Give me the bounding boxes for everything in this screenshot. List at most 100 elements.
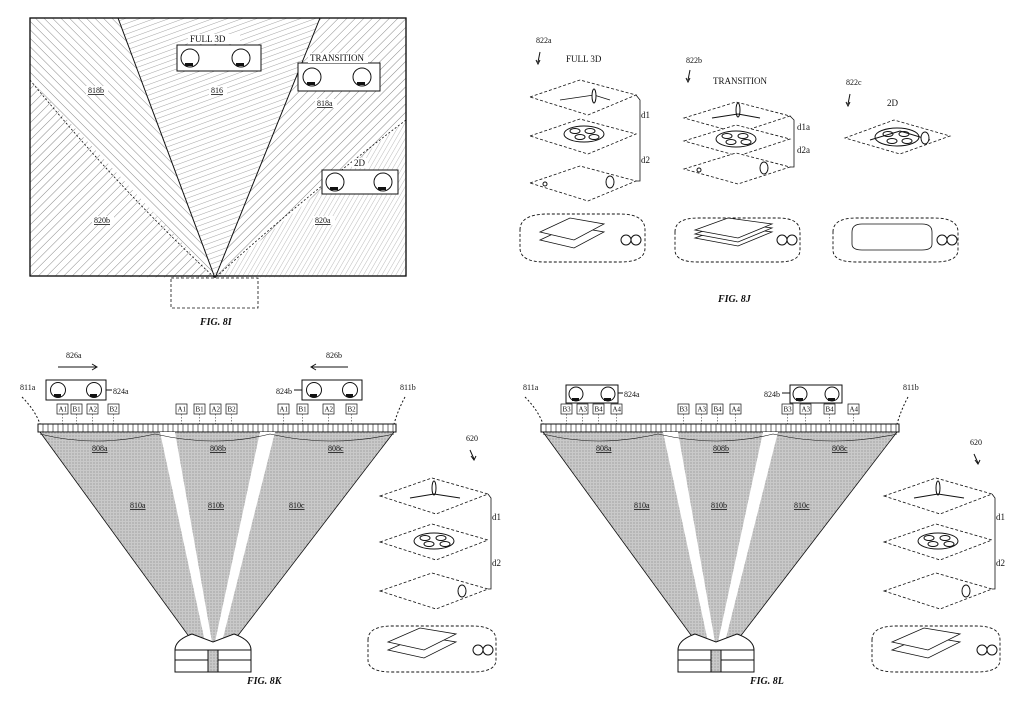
label-d2-full3d: d2 [641,155,650,165]
label-d2a: d2a [797,145,810,155]
ref-620-l: 620 [970,438,982,447]
label-818b: 818b [88,86,104,95]
label-808c-k: 808c [328,444,344,453]
label-808b-k: 808b [210,444,226,453]
label-d1-full3d: d1 [641,110,650,120]
subpixel-label: A2 [89,406,98,414]
subpixel-label: B3 [563,406,572,414]
label-2d: 2D [354,158,366,168]
subpixel-label: A4 [732,406,741,414]
subpixel-label: A1 [280,406,289,414]
subpixel-label: B1 [73,406,82,414]
ref-811b-l: 811b [903,383,919,392]
label-810b-l: 810b [711,501,727,510]
label-full3d: FULL 3D [190,34,226,44]
label-810c-k: 810c [289,501,305,510]
figure-8l: 811a 811b 824a 824b B3 A3 B4 A4 B3 A3 B4 A4 B3 A3… [523,383,1005,687]
label-810a-k: 810a [130,501,146,510]
subpixel-label: B2 [110,406,119,414]
device-full3d [519,213,646,263]
display-base-k [174,633,252,673]
ref-822b: 822b [686,56,702,65]
subpixel-label: A2 [325,406,334,414]
subpixel-label: B3 [680,406,689,414]
ref-822a: 822a [536,36,552,45]
subpixel-label: A3 [698,406,707,414]
subpixel-label: B4 [714,406,723,414]
label-808c-l: 808c [832,444,848,453]
label-d1a: d1a [797,122,810,132]
subpixel-label: B3 [784,406,793,414]
label-810a-l: 810a [634,501,650,510]
display-base-l [677,633,755,673]
gap-left-k [160,432,212,642]
label-full3d-j: FULL 3D [566,54,602,64]
ref-811a-l: 811a [523,383,539,392]
subpixel-label: A1 [178,406,187,414]
caption-fig-8k: FIG. 8K [246,676,283,687]
zone-816 [118,18,320,278]
subpixel-label: A3 [579,406,588,414]
ref-811a-k: 811a [20,383,36,392]
subpixel-label: A1 [59,406,68,414]
circles-transition [715,130,757,148]
gap-right-l [718,432,778,642]
label-810c-l: 810c [794,501,810,510]
label-810b-k: 810b [208,501,224,510]
ref-824a-l: 824a [624,390,640,399]
device-620-k [367,625,497,673]
gap-left-l [663,432,715,642]
ref-824b-l: 824b [764,390,780,399]
subpixel-label: B4 [595,406,604,414]
label-d1-k: d1 [492,512,501,522]
zone-818b [30,18,215,278]
device-2d [832,217,959,263]
light-cone-l [542,431,898,643]
ref-620-k: 620 [466,434,478,443]
subpixel-label: B1 [196,406,205,414]
label-transition: TRANSITION [310,53,364,63]
light-cone-k [39,431,395,643]
circles-620-k [413,532,455,550]
subpixel-label: B1 [299,406,308,414]
subpixel-boxes-k: A1 B1 A2 B2 A1 B1 A2 B2 A1 B1 A2 B2 [56,403,358,424]
label-d2-k: d2 [492,558,501,568]
ref-824a-k: 824a [113,387,129,396]
subpixel-label: A3 [802,406,811,414]
label-d2-l: d2 [996,558,1005,568]
circles-620-l [917,532,959,550]
label-816: 816 [211,86,223,95]
circles-full3d [563,125,605,143]
device-620-l [871,625,1001,673]
gap-right-k [215,432,275,642]
subpixel-label: B2 [228,406,237,414]
ref-811b-k: 811b [400,383,416,392]
subpixel-label: B4 [826,406,835,414]
subpixel-label: B2 [348,406,357,414]
label-d1-l: d1 [996,512,1005,522]
lens-array-l [540,423,900,433]
subpixel-label: A4 [613,406,622,414]
device-transition [674,217,801,263]
figure-8i: FULL 3D TRANSITION 2D 818b 816 818a 820b… [29,17,407,328]
label-808a-l: 808a [596,444,612,453]
caption-fig-8i: FIG. 8I [199,317,233,328]
label-808b-l: 808b [713,444,729,453]
display-device [170,277,259,309]
label-transition-j: TRANSITION [713,76,767,86]
label-820b: 820b [94,216,110,225]
lens-array-k [37,423,397,433]
ref-824b-k: 824b [276,387,292,396]
ref-826a: 826a [66,351,82,360]
label-818a: 818a [317,99,333,108]
label-820a: 820a [315,216,331,225]
caption-fig-8j: FIG. 8J [717,294,752,305]
label-2d-j: 2D [887,98,899,108]
figure-8j: 822a FULL 3D d1 d2 8 [519,36,959,305]
ref-822c: 822c [846,78,862,87]
label-808a-k: 808a [92,444,108,453]
subpixel-label: A2 [212,406,221,414]
